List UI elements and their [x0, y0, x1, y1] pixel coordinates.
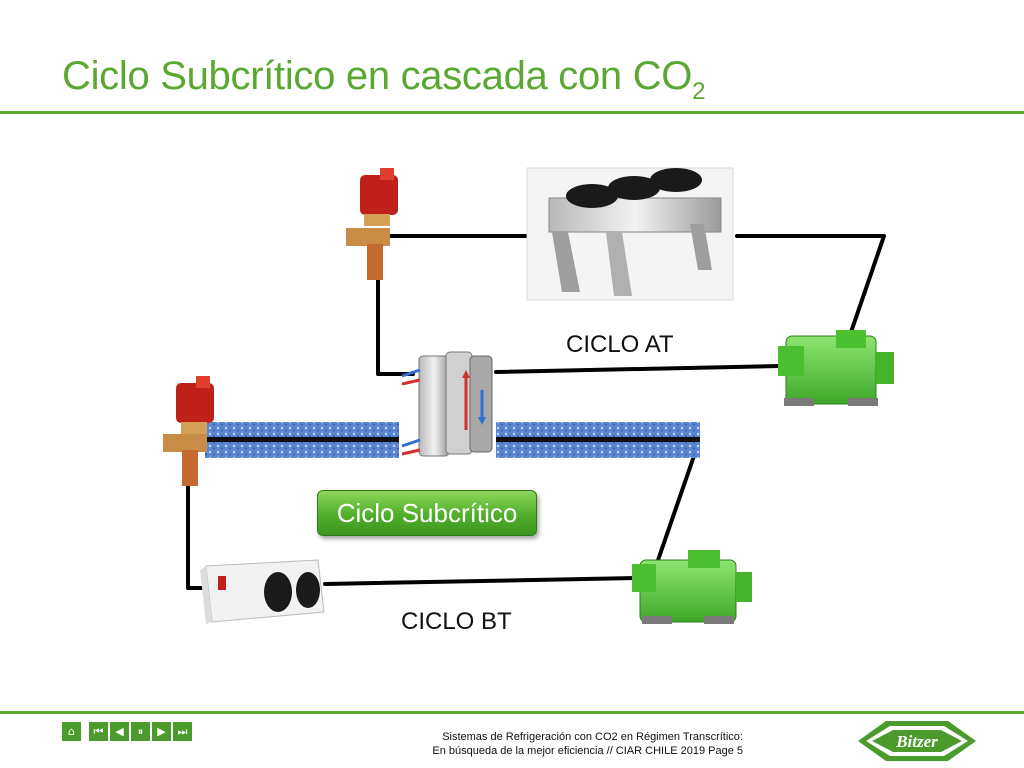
nav-last-button[interactable]: ⏭	[173, 722, 192, 741]
footer-line-2: En búsqueda de la mejor eficiencia // CI…	[432, 745, 743, 757]
footer-divider	[0, 711, 1024, 714]
pipe-bt-left-vertical	[186, 482, 209, 590]
footer-caption: Sistemas de Refrigeración con CO2 en Rég…	[395, 730, 743, 758]
footer-line-1: Sistemas de Refrigeración con CO2 en Rég…	[442, 731, 743, 743]
plate-heat-exchanger-icon	[401, 351, 493, 457]
nav-prev-button[interactable]: ◀	[110, 722, 129, 741]
pipe-bt-bottom	[323, 576, 638, 586]
nav-home-button[interactable]: ⌂	[62, 722, 81, 741]
compressor-at-icon	[778, 330, 894, 406]
label-cycle-bt: CICLO BT	[401, 608, 512, 635]
slide-title-main: Ciclo Subcrítico en cascada con CO	[62, 54, 693, 98]
insulated-co2-line-left	[205, 422, 399, 458]
label-cycle-at: CICLO AT	[566, 331, 674, 358]
subcritical-cycle-badge: Ciclo Subcrítico	[317, 490, 537, 536]
bitzer-logo-text: Bitzer	[895, 732, 938, 751]
insulated-co2-line-right	[496, 422, 700, 458]
expansion-valve-at-icon	[346, 168, 398, 280]
nav-first-button[interactable]: ⏮	[89, 722, 108, 741]
expansion-valve-bt-icon	[163, 376, 214, 486]
evaporator-unit-cooler-icon	[200, 559, 325, 624]
air-cooled-condenser-icon	[526, 167, 734, 301]
pipe-at-top-right	[735, 234, 886, 337]
title-divider	[0, 111, 1024, 114]
bitzer-logo: Bitzer	[858, 721, 976, 761]
nav-next-button[interactable]: ▶	[152, 722, 171, 741]
pipe-bt-right-diagonal	[654, 451, 697, 568]
nav-pause-button[interactable]: ⏸	[131, 722, 150, 741]
compressor-bt-icon	[632, 550, 752, 624]
pipe-at-return	[494, 364, 782, 374]
piping	[186, 234, 886, 590]
slide-navigation: ⌂ ⏮ ◀ ⏸ ▶ ⏭	[62, 722, 192, 741]
slide-title-subscript: 2	[692, 78, 706, 105]
pipe-at-left-vertical	[376, 278, 415, 376]
slide-title: Ciclo Subcrítico en cascada con CO2	[62, 54, 705, 106]
